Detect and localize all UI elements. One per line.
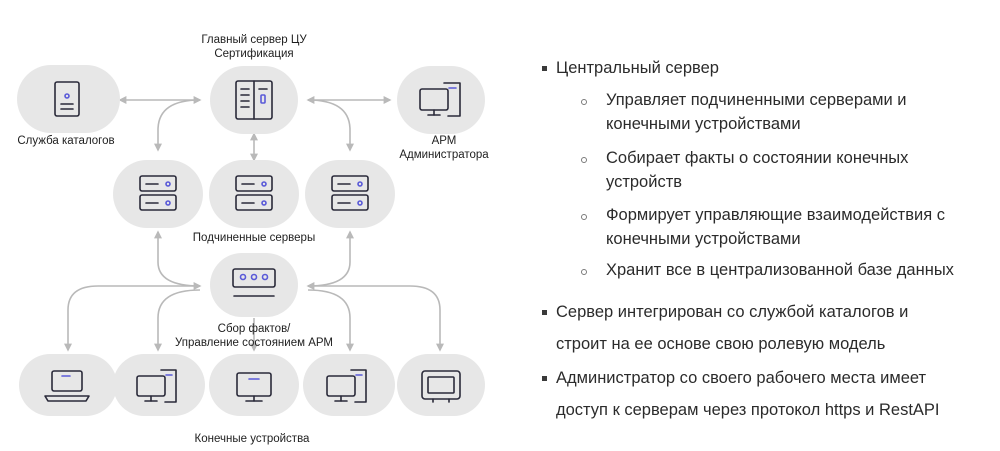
bullet-catalog-integration-cont: строит на ее основе свою ролевую модель xyxy=(556,335,886,353)
square-bullet-icon xyxy=(542,310,547,315)
bullet-admin-access: Администратор со своего рабочего места и… xyxy=(556,369,927,387)
router-icon xyxy=(232,268,276,297)
sub-bullet-text: устройств xyxy=(606,173,683,191)
server-rack-icon xyxy=(139,175,177,211)
arrow-collector-laptop xyxy=(64,285,200,352)
terminal-icon xyxy=(421,370,461,403)
workstation-icon xyxy=(419,82,461,117)
workstation-icon xyxy=(136,369,177,403)
arrow-collector-pc2 xyxy=(307,289,354,352)
collector-label-line: Сбор фактов/ xyxy=(217,323,291,335)
arm-admin-label-line: Администратора xyxy=(399,149,489,161)
workstation-icon xyxy=(326,369,367,403)
arm-admin-node xyxy=(397,66,485,134)
main-server-label: Главный сервер ЦУ Сертификация xyxy=(201,33,306,61)
sub-server-node-left xyxy=(113,160,203,228)
endpoints-label: Конечные устройства xyxy=(194,433,310,445)
catalog-node xyxy=(17,65,120,133)
laptop-icon xyxy=(44,370,90,402)
arrow-main-sub-left xyxy=(154,99,201,152)
collector-label-line: Управление состоянием АРМ xyxy=(175,337,333,349)
sub-bullet-text: Управляет подчиненными серверами и xyxy=(606,91,907,109)
main-server-label-line: Главный сервер ЦУ xyxy=(201,34,307,46)
circle-bullet-icon xyxy=(581,157,587,163)
subordinate-servers-label: Подчиненные серверы xyxy=(192,232,316,244)
architecture-diagram xyxy=(17,65,485,416)
arrow-collector-pc1 xyxy=(154,289,201,352)
endpoint-node-monitor xyxy=(209,354,299,416)
server-cabinet-icon xyxy=(235,80,273,120)
catalog-label: Служба каталогов xyxy=(17,135,115,147)
circle-bullet-icon xyxy=(581,214,587,220)
sub-bullet-text: конечными устройствами xyxy=(606,230,801,248)
arm-admin-label-line: АРМ xyxy=(431,135,457,147)
sub-server-node-middle xyxy=(209,160,299,228)
arm-admin-label: АРМ Администратора xyxy=(399,134,488,162)
sub-bullet-text: Формирует управляющие взаимодействия с xyxy=(606,206,945,224)
circle-bullet-icon xyxy=(581,269,587,275)
square-bullet-icon xyxy=(542,376,547,381)
circle-bullet-icon xyxy=(581,99,587,105)
square-bullet-icon xyxy=(542,66,547,71)
endpoint-node-terminal xyxy=(397,354,485,416)
bullet-admin-access-cont: доступ к серверам через протокол https и… xyxy=(556,401,940,419)
bullet-central-server: Центральный сервер xyxy=(556,59,719,77)
connector-arrows xyxy=(64,96,444,352)
sub-bullet-text: Хранит все в централизованной базе данны… xyxy=(606,261,954,279)
sub-bullet-text: Собирает факты о состоянии конечных xyxy=(606,149,909,167)
endpoint-node-pc2 xyxy=(303,354,395,416)
server-rack-icon xyxy=(331,175,369,211)
collector-node xyxy=(210,253,298,317)
monitor-icon xyxy=(236,372,272,402)
arrow-collector-terminal xyxy=(308,285,444,352)
server-tower-icon xyxy=(54,81,80,117)
bullet-catalog-integration: Сервер интегрирован со службой каталогов… xyxy=(556,303,909,321)
arrow-main-sub-right xyxy=(307,99,354,152)
endpoint-node-laptop xyxy=(19,354,117,416)
sub-bullet-text: конечными устройствами xyxy=(606,115,801,133)
sub-server-node-right xyxy=(305,160,395,228)
endpoint-node-pc1 xyxy=(113,354,205,416)
collector-label: Сбор фактов/ Управление состоянием АРМ xyxy=(175,322,333,350)
server-rack-icon xyxy=(235,175,273,211)
main-server-label-line: Сертификация xyxy=(214,48,294,60)
